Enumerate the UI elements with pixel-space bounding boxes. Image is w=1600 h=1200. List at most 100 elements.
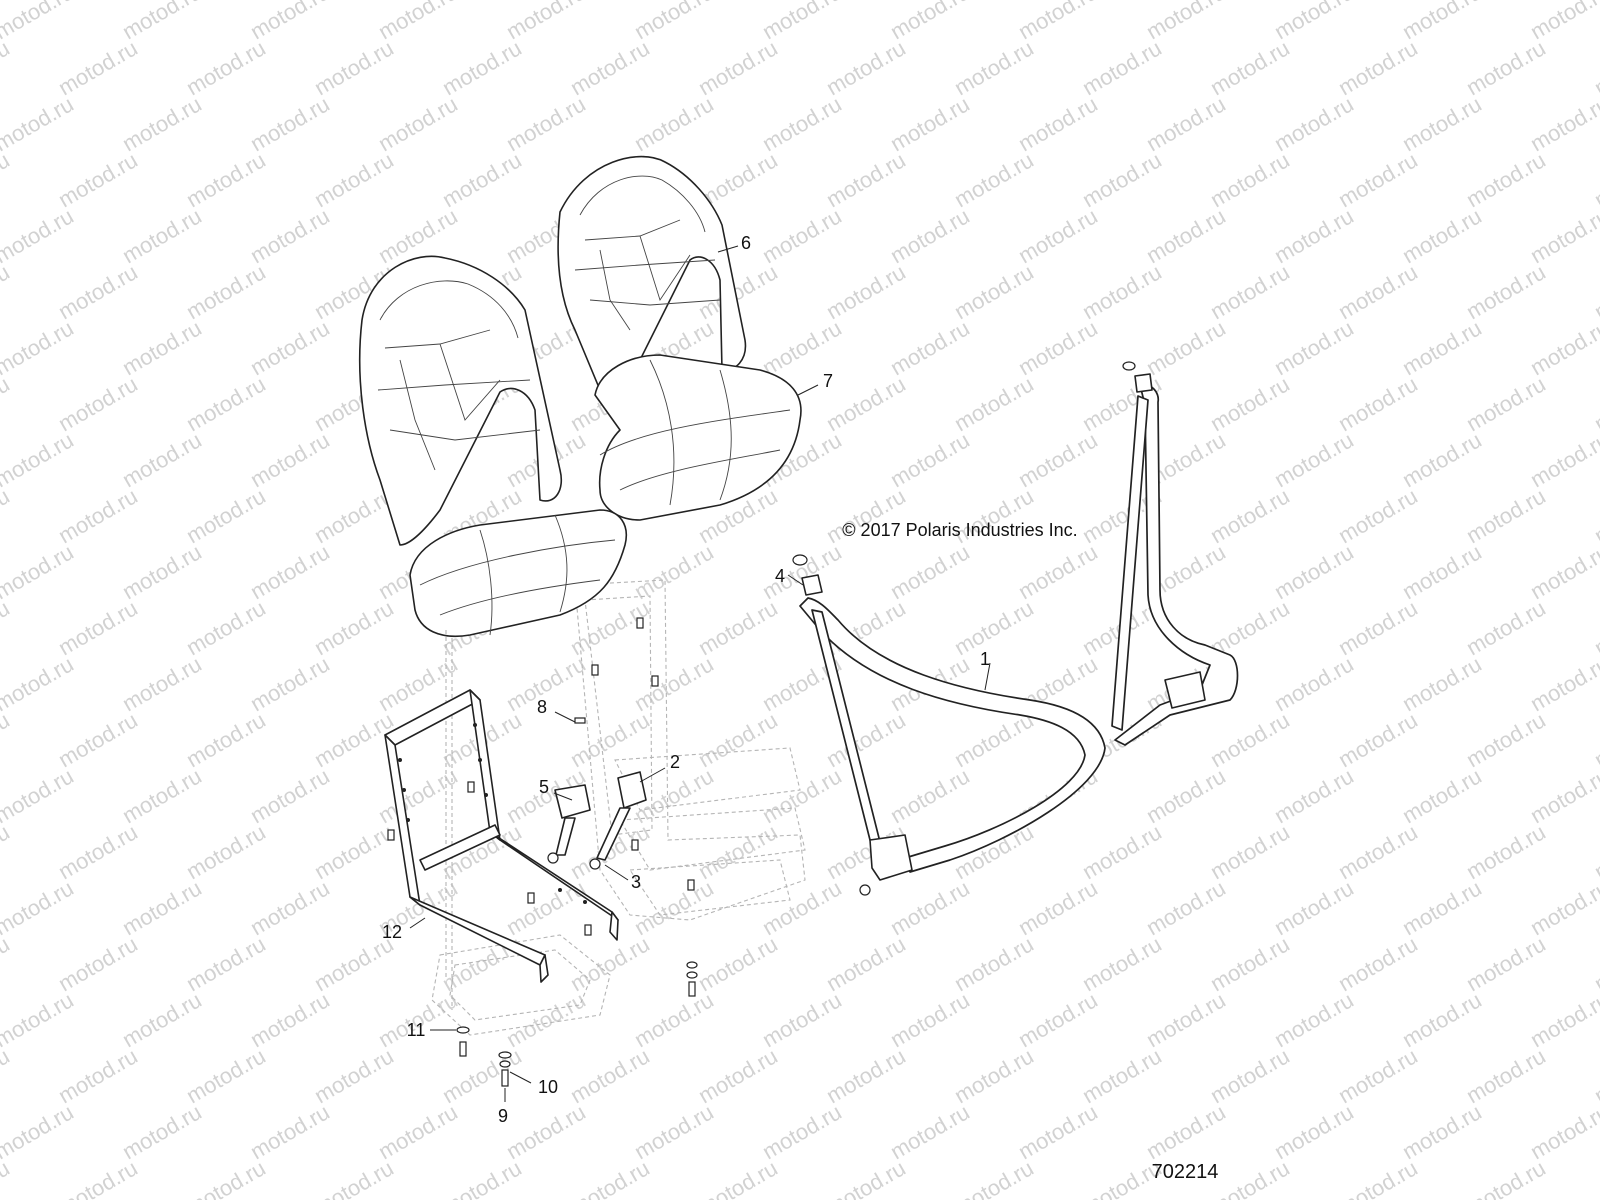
- watermark-text: motod.ru: [310, 1043, 398, 1108]
- watermark-text: motod.ru: [0, 763, 78, 828]
- watermark-text: motod.ru: [182, 1043, 270, 1108]
- watermark-text: motod.ru: [1462, 371, 1550, 436]
- callout-8: 8: [537, 697, 547, 717]
- watermark-text: motod.ru: [1270, 987, 1358, 1052]
- buckle-assemblies[interactable]: [547, 771, 647, 870]
- watermark-text: motod.ru: [182, 595, 270, 660]
- watermark-text: motod.ru: [54, 371, 142, 436]
- watermark-text: motod.ru: [1526, 203, 1600, 268]
- watermark-text: motod.ru: [1206, 1043, 1294, 1108]
- watermark-text: motod.ru: [1014, 875, 1102, 940]
- watermark-text: motod.ru: [1078, 259, 1166, 324]
- watermark-text: motod.ru: [1526, 1099, 1600, 1164]
- watermark-text: motod.ru: [246, 651, 334, 716]
- watermark-text: motod.ru: [310, 595, 398, 660]
- watermark-text: motod.ru: [1270, 875, 1358, 940]
- watermark-text: motod.ru: [1398, 539, 1486, 604]
- watermark-text: motod.ru: [0, 1099, 78, 1164]
- watermark-text: motod.ru: [0, 91, 78, 156]
- watermark-text: motod.ru: [630, 987, 718, 1052]
- seat-belt-left[interactable]: [792, 554, 1106, 896]
- watermark-text: motod.ru: [1398, 91, 1486, 156]
- watermark-text: motod.ru: [1526, 875, 1600, 940]
- watermark-text: motod.ru: [1590, 819, 1600, 884]
- watermark-text: motod.ru: [1270, 0, 1358, 44]
- watermark-text: motod.ru: [0, 0, 78, 44]
- watermark-text: motod.ru: [1206, 1155, 1294, 1200]
- watermark-text: motod.ru: [1334, 819, 1422, 884]
- watermark-text: motod.ru: [1462, 35, 1550, 100]
- watermark-text: motod.ru: [54, 147, 142, 212]
- watermark-text: motod.ru: [1078, 931, 1166, 996]
- watermark-text: motod.ru: [502, 91, 590, 156]
- seat-left[interactable]: [358, 255, 627, 637]
- watermark-text: motod.ru: [1142, 315, 1230, 380]
- watermark-text: motod.ru: [886, 987, 974, 1052]
- watermark-text: motod.ru: [566, 35, 654, 100]
- watermark-text: motod.ru: [374, 763, 462, 828]
- watermark-text: motod.ru: [1206, 819, 1294, 884]
- watermark-text: motod.ru: [0, 259, 14, 324]
- watermark-text: motod.ru: [1462, 707, 1550, 772]
- watermark-text: motod.ru: [1398, 203, 1486, 268]
- watermark-text: motod.ru: [1142, 1099, 1230, 1164]
- copyright-text: © 2017 Polaris Industries Inc.: [842, 520, 1077, 540]
- watermark-text: motod.ru: [1206, 147, 1294, 212]
- watermark-text: motod.ru: [246, 0, 334, 44]
- watermark-text: motod.ru: [1590, 931, 1600, 996]
- seat-belt-right[interactable]: [1111, 361, 1239, 746]
- watermark-text: motod.ru: [246, 763, 334, 828]
- watermark-text: motod.ru: [1334, 259, 1422, 324]
- seat-right[interactable]: [557, 155, 802, 521]
- callout-7: 7: [823, 371, 833, 391]
- watermark-text: motod.ru: [822, 931, 910, 996]
- watermark-text: motod.ru: [758, 763, 846, 828]
- watermark-text: motod.ru: [438, 147, 526, 212]
- watermark-text: motod.ru: [1334, 931, 1422, 996]
- callout-10: 10: [538, 1077, 558, 1097]
- watermark-text: motod.ru: [1078, 147, 1166, 212]
- watermark-text: motod.ru: [0, 315, 78, 380]
- watermark-text: motod.ru: [1334, 147, 1422, 212]
- watermark-text: motod.ru: [182, 1155, 270, 1200]
- watermark-text: motod.ru: [1270, 91, 1358, 156]
- watermark-text: motod.ru: [374, 91, 462, 156]
- watermark-text: motod.ru: [118, 203, 206, 268]
- watermark-text: motod.ru: [1078, 1043, 1166, 1108]
- watermark-text: motod.ru: [182, 483, 270, 548]
- watermark-text: motod.ru: [54, 595, 142, 660]
- watermark-text: motod.ru: [1526, 763, 1600, 828]
- watermark-text: motod.ru: [1142, 203, 1230, 268]
- watermark-text: motod.ru: [310, 147, 398, 212]
- watermark-text: motod.ru: [0, 483, 14, 548]
- watermark-text: motod.ru: [1142, 91, 1230, 156]
- watermark-text: motod.ru: [1014, 203, 1102, 268]
- watermark-text: motod.ru: [1142, 763, 1230, 828]
- watermark-text: motod.ru: [1334, 1155, 1422, 1200]
- watermark-text: motod.ru: [1206, 707, 1294, 772]
- watermark-text: motod.ru: [1590, 595, 1600, 660]
- watermark-text: motod.ru: [54, 483, 142, 548]
- watermark-text: motod.ru: [54, 1155, 142, 1200]
- watermark-text: motod.ru: [54, 707, 142, 772]
- watermark-text: motod.ru: [118, 651, 206, 716]
- watermark-text: motod.ru: [1334, 595, 1422, 660]
- watermark-text: motod.ru: [1590, 35, 1600, 100]
- watermark-text: motod.ru: [758, 0, 846, 44]
- watermark-text: motod.ru: [950, 1043, 1038, 1108]
- callout-1: 1: [980, 649, 990, 669]
- watermark-text: motod.ru: [1142, 987, 1230, 1052]
- watermark-text: motod.ru: [0, 875, 78, 940]
- watermark-text: motod.ru: [1590, 483, 1600, 548]
- watermark-text: motod.ru: [630, 651, 718, 716]
- watermark-text: motod.ru: [1206, 931, 1294, 996]
- watermark-text: motod.ru: [566, 1155, 654, 1200]
- seat-frame[interactable]: [384, 689, 619, 983]
- watermark-text: motod.ru: [1270, 763, 1358, 828]
- watermark-text: motod.ru: [694, 595, 782, 660]
- watermark-text: motod.ru: [1014, 0, 1102, 44]
- watermark-text: motod.ru: [1270, 651, 1358, 716]
- watermark-text: motod.ru: [1014, 315, 1102, 380]
- watermark-text: motod.ru: [694, 819, 782, 884]
- watermark-text: motod.ru: [822, 371, 910, 436]
